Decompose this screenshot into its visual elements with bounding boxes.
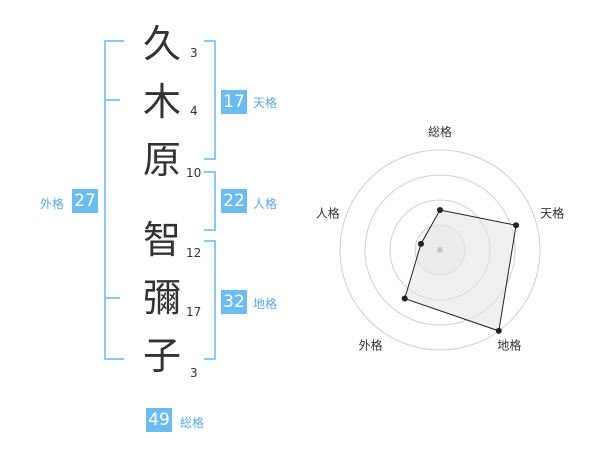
radar-ring-3 bbox=[364, 174, 516, 326]
radar-data-polygon bbox=[404, 209, 517, 332]
radar-axis-label-4: 外格 bbox=[359, 337, 383, 352]
stroke-count-6: 3 bbox=[190, 366, 198, 380]
soukaku-value: 49 bbox=[146, 408, 172, 432]
chikaku-bracket bbox=[204, 240, 216, 360]
name-char-1: 久 bbox=[142, 22, 181, 66]
name-char-2: 木 bbox=[142, 80, 181, 124]
radar-axis-label-1: 総格 bbox=[428, 124, 452, 139]
tenkaku-bracket bbox=[204, 40, 216, 160]
soukaku-label: 総格 bbox=[180, 416, 205, 430]
radar-axis-label-3: 地格 bbox=[497, 337, 521, 352]
chikaku-label: 地格 bbox=[253, 297, 278, 311]
stroke-count-1: 3 bbox=[190, 46, 198, 60]
stroke-count-3: 10 bbox=[186, 166, 202, 180]
name-char-4: 智 bbox=[142, 218, 181, 262]
radar-point-4 bbox=[401, 295, 408, 302]
tenkaku-label: 天格 bbox=[253, 96, 278, 110]
gaikaku-tick-upper bbox=[104, 99, 120, 101]
radar-point-2 bbox=[513, 222, 520, 229]
name-char-3: 原 bbox=[142, 138, 181, 182]
radar-point-5 bbox=[417, 240, 424, 247]
stroke-count-4: 12 bbox=[186, 246, 202, 260]
jinkaku-label: 人格 bbox=[253, 197, 278, 211]
jinkaku-value: 22 bbox=[221, 189, 247, 213]
name-char-5: 彌 bbox=[142, 276, 181, 320]
radar-ring-4 bbox=[339, 149, 541, 351]
radar-point-3 bbox=[495, 327, 502, 334]
stroke-count-5: 17 bbox=[186, 305, 202, 319]
radar-center-dot bbox=[437, 247, 443, 253]
gaikaku-tick-lower bbox=[104, 297, 120, 299]
stroke-count-2: 4 bbox=[190, 104, 198, 118]
gaikaku-label: 外格 bbox=[40, 197, 65, 211]
jinkaku-bracket bbox=[204, 171, 216, 231]
gaikaku-bracket bbox=[104, 40, 124, 360]
gaikaku-value: 27 bbox=[72, 189, 98, 213]
chikaku-value: 32 bbox=[221, 290, 247, 314]
radar-axis-label-5: 人格 bbox=[316, 206, 340, 221]
name-char-6: 子 bbox=[142, 334, 181, 378]
radar-point-1 bbox=[437, 207, 443, 213]
radar-axis-label-2: 天格 bbox=[540, 206, 564, 221]
tenkaku-value: 17 bbox=[221, 90, 247, 114]
